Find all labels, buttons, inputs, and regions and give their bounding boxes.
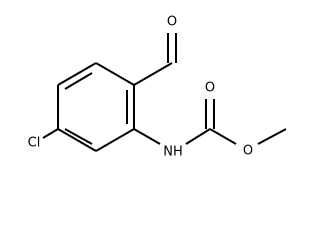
- aldehyde-group: O: [133, 15, 177, 86]
- bond-ring-to-cl: [42, 128, 59, 139]
- chloro-substituent: Cl: [28, 128, 59, 151]
- benzene-ring: [57, 62, 135, 152]
- atom-label-chlorine: Cl: [28, 136, 41, 151]
- bond-nh-to-carbonyl: [185, 128, 211, 145]
- ring-bond-c5-c6: [57, 62, 97, 86]
- ring-bond-c3-c4: [57, 128, 97, 152]
- bond-ring-to-cho: [133, 62, 173, 86]
- ring-inner-double-bond-lower-left: [64, 128, 93, 145]
- atom-label-ester-oxygen: O: [243, 144, 253, 159]
- atom-label-nh: NH: [163, 145, 183, 160]
- bond-ring-to-nh: [133, 128, 161, 145]
- atom-label-carbonyl-oxygen: O: [205, 81, 215, 96]
- bond-ester-o-to-methyl: [257, 128, 287, 145]
- chemical-structure: O Cl NH O O: [28, 15, 287, 160]
- atom-label-aldehyde-oxygen: O: [167, 15, 177, 30]
- carbamate-group: NH O O: [133, 81, 287, 160]
- ring-bond-c2-c3: [95, 128, 135, 152]
- ring-bond-c6-c1: [95, 62, 135, 86]
- bond-carbonyl-to-ester-o: [209, 128, 237, 145]
- ring-inner-double-bond-upper-left: [64, 72, 93, 90]
